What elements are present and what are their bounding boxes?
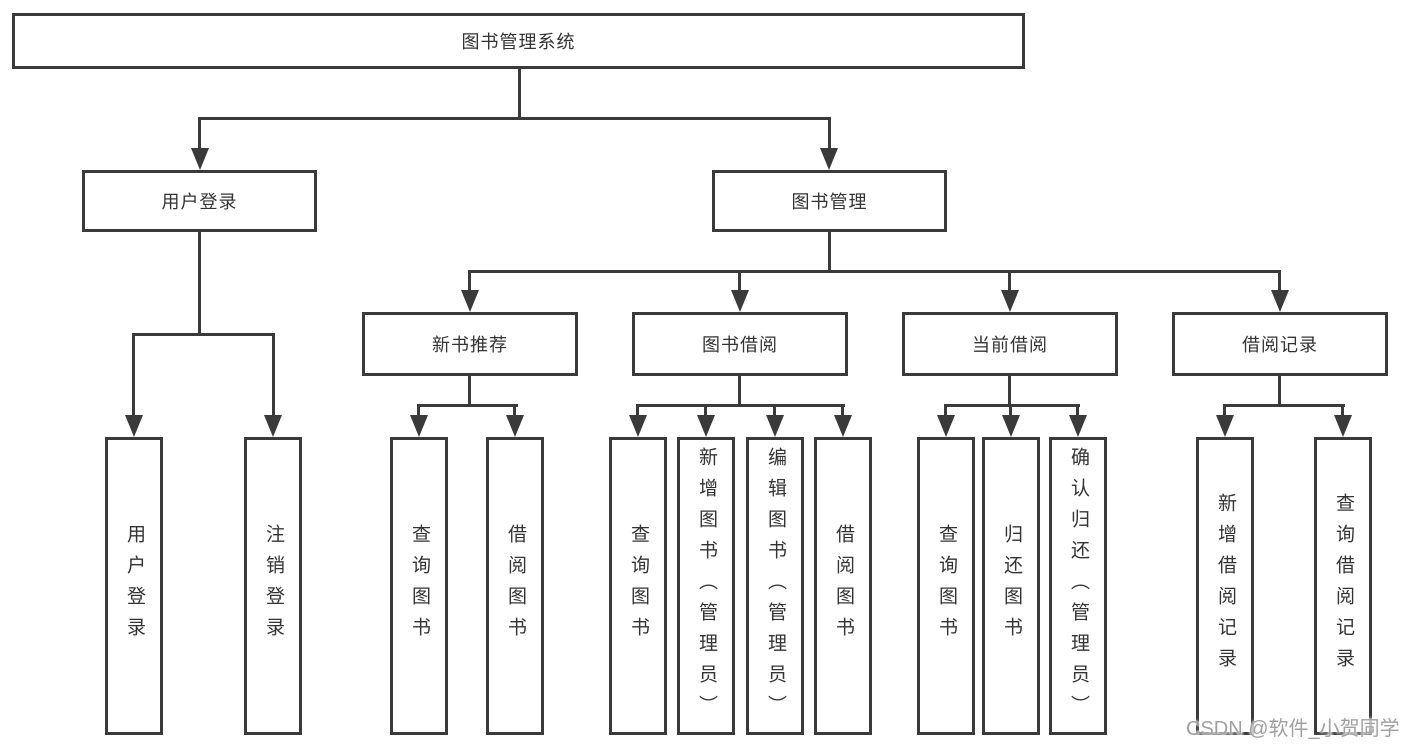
arrow-down-icon	[937, 415, 955, 437]
leaf-add-books-admin: 新增图书（管理员）	[677, 437, 735, 735]
connector-current-rail	[944, 404, 1080, 407]
leaf-user-login: 用户登录	[105, 437, 163, 735]
node-user-login-group: 用户登录	[82, 170, 317, 232]
connector-recommendation-rail	[417, 404, 518, 407]
leaf-query-borrow-record: 查询借阅记录	[1314, 437, 1372, 735]
node-book-borrowing: 图书借阅	[632, 312, 848, 376]
arrow-down-icon	[629, 415, 647, 437]
connector-drop-leaf	[417, 404, 420, 417]
node-root-library-management-system: 图书管理系统	[12, 13, 1025, 69]
connector-level2-rail	[198, 117, 831, 120]
leaf-borrow-books-recommend: 借阅图书	[486, 437, 544, 735]
arrow-down-icon	[191, 148, 209, 170]
connector-drop-leaf	[704, 404, 707, 417]
arrow-down-icon	[731, 290, 749, 312]
connector-drop-user-login	[198, 117, 201, 149]
arrow-down-icon	[125, 415, 143, 437]
arrow-down-icon	[1216, 415, 1234, 437]
leaf-return-books: 归还图书	[982, 437, 1040, 735]
connector-drop-book-management	[828, 117, 831, 149]
leaf-borrow-books-borrowing: 借阅图书	[814, 437, 872, 735]
arrow-down-icon	[1069, 415, 1087, 437]
arrow-down-icon	[264, 415, 282, 437]
leaf-query-books-recommend: 查询图书	[390, 437, 448, 735]
leaf-query-books-borrowing: 查询图书	[609, 437, 667, 735]
connector-level3-rail	[468, 270, 1281, 273]
arrow-down-icon	[1001, 290, 1019, 312]
connector-drop-current-borrowing	[1008, 270, 1011, 292]
arrow-down-icon	[506, 415, 524, 437]
connector-drop-leaf	[773, 404, 776, 417]
node-new-book-recommendation: 新书推荐	[362, 312, 578, 376]
arrow-down-icon	[766, 415, 784, 437]
connector-records-rail	[1223, 404, 1345, 407]
connector-drop-new-book-recommendation	[468, 270, 471, 292]
node-book-management: 图书管理	[712, 170, 947, 232]
connector-drop-borrowing-records	[1278, 270, 1281, 292]
csdn-watermark: CSDN @软件_小贺同学	[1186, 718, 1400, 740]
connector-drop-leaf	[636, 404, 639, 417]
connector-user-login-stem	[198, 232, 201, 336]
arrow-down-icon	[1334, 415, 1352, 437]
leaf-query-books-current: 查询图书	[917, 437, 975, 735]
leaf-confirm-return-admin: 确认归还（管理员）	[1049, 437, 1107, 735]
leaf-add-borrow-record: 新增借阅记录	[1196, 437, 1254, 735]
connector-borrowing-records-stem	[1278, 376, 1281, 407]
connector-drop-leaf	[1009, 404, 1012, 417]
connector-drop-leaf	[1223, 404, 1226, 417]
connector-current-borrowing-stem	[1008, 376, 1011, 407]
arrow-down-icon	[1002, 415, 1020, 437]
connector-drop-leaf-user-login	[132, 333, 135, 415]
node-borrowing-records: 借阅记录	[1172, 312, 1388, 376]
arrow-down-icon	[461, 290, 479, 312]
connector-root-stem	[518, 69, 521, 119]
connector-new-book-recommendation-stem	[468, 376, 471, 407]
connector-book-borrowing-stem	[738, 376, 741, 407]
arrow-down-icon	[1271, 290, 1289, 312]
arrow-down-icon	[834, 415, 852, 437]
connector-drop-leaf	[1076, 404, 1079, 417]
leaf-logout: 注销登录	[244, 437, 302, 735]
connector-drop-leaf	[944, 404, 947, 417]
connector-book-management-stem	[828, 232, 831, 273]
connector-drop-leaf	[513, 404, 516, 417]
leaf-edit-books-admin: 编辑图书（管理员）	[746, 437, 804, 735]
connector-borrowing-rail	[636, 404, 845, 407]
connector-drop-leaf	[1341, 404, 1344, 417]
arrow-down-icon	[820, 148, 838, 170]
connector-drop-book-borrowing	[738, 270, 741, 292]
connector-user-login-rail	[132, 333, 275, 336]
arrow-down-icon	[697, 415, 715, 437]
connector-drop-leaf	[841, 404, 844, 417]
arrow-down-icon	[410, 415, 428, 437]
node-current-borrowing: 当前借阅	[902, 312, 1118, 376]
connector-drop-leaf-logout	[272, 333, 275, 415]
